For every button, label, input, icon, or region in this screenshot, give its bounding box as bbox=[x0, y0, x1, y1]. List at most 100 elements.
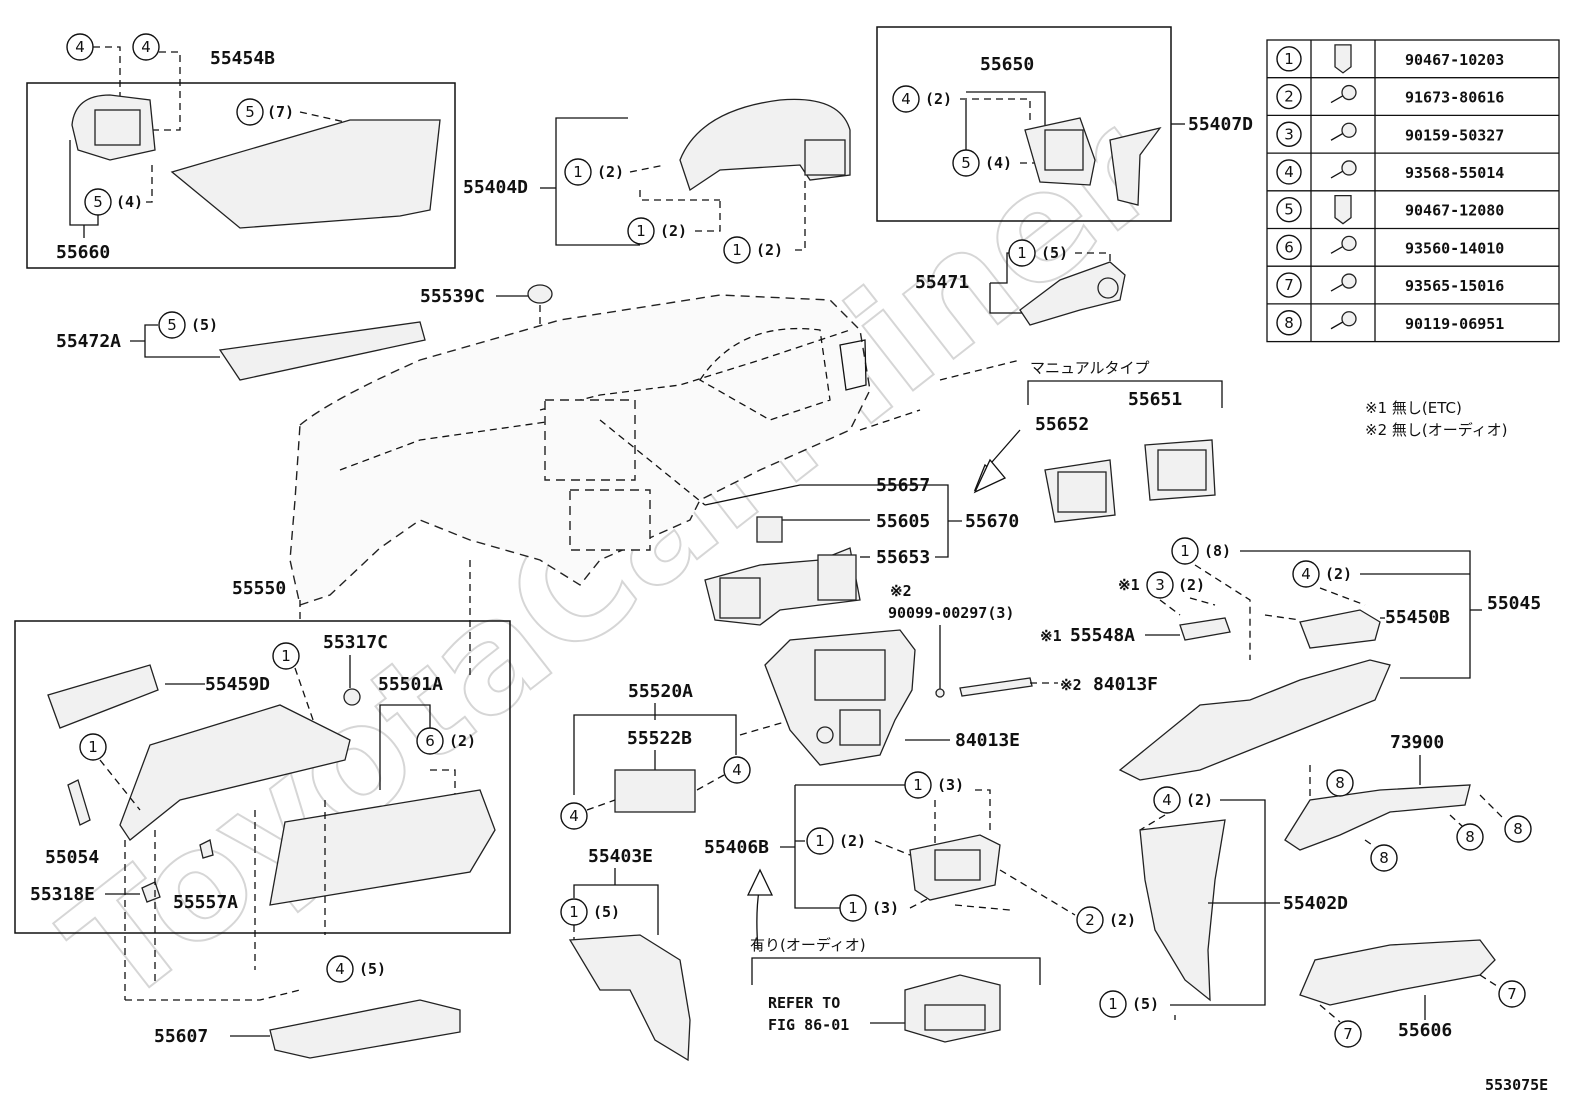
callout-5d: 5 bbox=[158, 311, 186, 339]
legend-number bbox=[1276, 272, 1302, 298]
callout-8a: 8 bbox=[1326, 769, 1354, 797]
legend-number-label: 5 bbox=[1284, 201, 1294, 219]
legend-number-label: 3 bbox=[1284, 125, 1294, 143]
label-55501A: 55501A bbox=[378, 674, 443, 695]
label-90099: 90099-00297(3) bbox=[888, 604, 1014, 622]
note-1: ※1 無し(ETC) bbox=[1365, 399, 1462, 417]
callout-1f: 1 bbox=[79, 733, 107, 761]
qty-2f: (2) bbox=[1178, 576, 1205, 594]
label-55605: 55605 bbox=[876, 511, 930, 532]
legend-number bbox=[1276, 196, 1302, 223]
callout-1k: 1 bbox=[839, 894, 867, 922]
screw-icon bbox=[1330, 235, 1357, 254]
part-55605 bbox=[756, 516, 783, 543]
callout-4e: 4 bbox=[723, 756, 751, 784]
mark-2b: ※2 bbox=[1060, 676, 1082, 694]
figure-id: 553075E bbox=[1485, 1076, 1548, 1094]
part-55317C bbox=[343, 688, 361, 706]
svg-text:7: 7 bbox=[1343, 1025, 1353, 1043]
callout-1d: 1 bbox=[1008, 239, 1036, 267]
label-84013E: 84013E bbox=[955, 730, 1020, 751]
label-55054: 55054 bbox=[45, 847, 99, 868]
part-55606 bbox=[1299, 939, 1496, 1006]
callout-7b: 7 bbox=[1334, 1020, 1362, 1048]
part-55548A bbox=[1179, 617, 1231, 641]
callout-5a: 5 bbox=[236, 98, 264, 126]
qty-3b: (3) bbox=[872, 899, 899, 917]
part-55522B bbox=[614, 769, 696, 813]
label-73900: 73900 bbox=[1390, 732, 1444, 753]
label-55520A: 55520A bbox=[628, 681, 693, 702]
callout-4g: 4 bbox=[1292, 560, 1320, 588]
legend-part-number: 90119-06951 bbox=[1405, 315, 1504, 333]
svg-text:4: 4 bbox=[901, 90, 911, 108]
part-55471 bbox=[1019, 261, 1126, 326]
label-55550: 55550 bbox=[232, 578, 286, 599]
clip-icon bbox=[1334, 44, 1352, 74]
part-55450B bbox=[1299, 609, 1381, 649]
svg-text:1: 1 bbox=[1108, 995, 1118, 1013]
label-55652: 55652 bbox=[1035, 414, 1089, 435]
callout-1e: 1 bbox=[272, 642, 300, 670]
svg-text:1: 1 bbox=[569, 903, 579, 921]
svg-text:4: 4 bbox=[1301, 565, 1311, 583]
svg-text:8: 8 bbox=[1335, 774, 1345, 792]
svg-text:8: 8 bbox=[1465, 828, 1475, 846]
qty-8: (8) bbox=[1204, 542, 1231, 560]
legend-number bbox=[1276, 83, 1302, 110]
qty-4: (4) bbox=[116, 193, 143, 211]
legend-part-number: 90159-50327 bbox=[1405, 126, 1504, 144]
callout-1l: 1 bbox=[1099, 990, 1127, 1018]
qty-3a: (3) bbox=[937, 776, 964, 794]
part-55403E bbox=[568, 934, 691, 1062]
svg-text:1: 1 bbox=[88, 738, 98, 756]
refer-line-2: FIG 86-01 bbox=[768, 1016, 849, 1034]
svg-text:1: 1 bbox=[732, 241, 742, 259]
svg-text:1: 1 bbox=[815, 832, 825, 850]
part-73900 bbox=[1284, 784, 1471, 851]
callout-5b: 5 bbox=[84, 188, 112, 216]
qty-2a: (2) bbox=[597, 163, 624, 181]
svg-text:5: 5 bbox=[93, 193, 103, 211]
legend-number bbox=[1276, 159, 1302, 185]
svg-text:4: 4 bbox=[569, 807, 579, 825]
qty-5c: (5) bbox=[359, 960, 386, 978]
callout-7a: 7 bbox=[1498, 980, 1526, 1008]
callout-8b: 8 bbox=[1456, 823, 1484, 851]
svg-text:4: 4 bbox=[1162, 791, 1172, 809]
legend-number bbox=[1276, 46, 1302, 72]
mark-2a: ※2 bbox=[890, 582, 912, 600]
clip-icon bbox=[1334, 195, 1352, 225]
qty-2b: (2) bbox=[660, 222, 687, 240]
label-55406B: 55406B bbox=[704, 837, 769, 858]
part-84013F bbox=[959, 677, 1033, 697]
legend-number-label: 6 bbox=[1284, 238, 1294, 256]
legend-part-number: 90467-10203 bbox=[1405, 51, 1504, 69]
part-55472A bbox=[218, 321, 426, 381]
callout-1a: 1 bbox=[564, 158, 592, 186]
qty-2i: (2) bbox=[1109, 911, 1136, 929]
qty-5d: (5) bbox=[593, 903, 620, 921]
svg-text:4: 4 bbox=[75, 38, 85, 56]
legend-row: 3 90159-50327 bbox=[1276, 121, 1504, 147]
legend-number-label: 7 bbox=[1284, 276, 1294, 294]
part-55045-panel bbox=[1118, 659, 1391, 781]
mark-1b: ※1 bbox=[1040, 627, 1062, 645]
qty-7: (7) bbox=[267, 103, 294, 121]
note-2: ※2 無し(オーディオ) bbox=[1365, 421, 1508, 439]
svg-text:1: 1 bbox=[1180, 542, 1190, 560]
label-55557A: 55557A bbox=[173, 892, 238, 913]
screw-icon bbox=[1330, 160, 1357, 179]
qty-5a: (5) bbox=[191, 316, 218, 334]
callout-4h: 4 bbox=[1153, 786, 1181, 814]
callout-4c: 4 bbox=[892, 85, 920, 113]
part-55557A bbox=[199, 839, 214, 859]
legend-part-number: 90467-12080 bbox=[1405, 202, 1504, 220]
part-55459D bbox=[47, 664, 159, 729]
legend-number bbox=[1276, 310, 1302, 336]
svg-text:4: 4 bbox=[141, 38, 151, 56]
